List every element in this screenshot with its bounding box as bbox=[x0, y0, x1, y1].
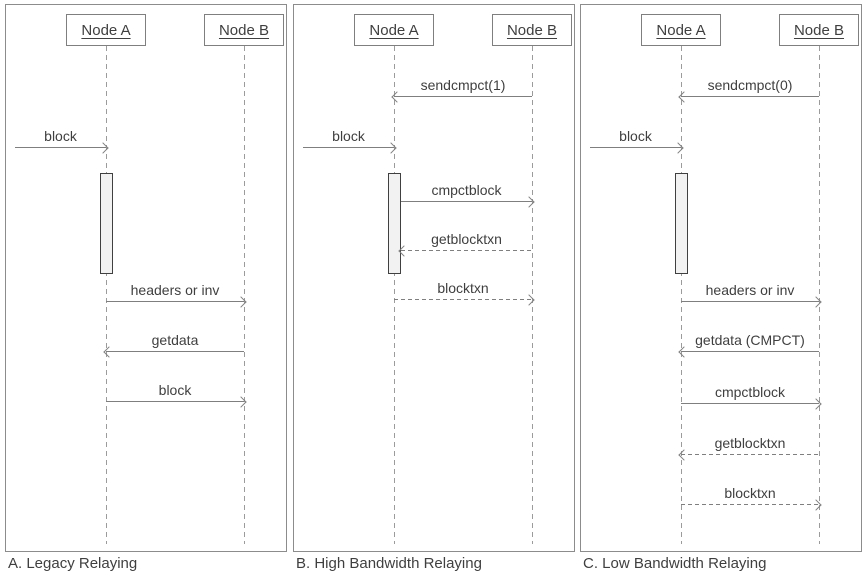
lifeline-node-b bbox=[818, 46, 820, 544]
message-block-relay: block bbox=[106, 379, 247, 408]
lifeline-node-a bbox=[393, 46, 395, 544]
message-blocktxn: blocktxn bbox=[394, 277, 535, 306]
message-label: block bbox=[332, 128, 365, 144]
panel-high-bandwidth-relaying: Node A Node B sendcmpct(1) block cmpctbl… bbox=[293, 4, 575, 552]
message-cmpctblock: cmpctblock bbox=[401, 179, 535, 208]
actor-box-node-a: Node A bbox=[354, 14, 434, 46]
message-label: headers or inv bbox=[130, 282, 220, 298]
actor-label-node-a: Node A bbox=[656, 21, 706, 39]
message-block-incoming: block bbox=[15, 125, 109, 154]
panel-low-bandwidth-relaying: Node A Node B sendcmpct(0) block headers… bbox=[580, 4, 862, 552]
message-line bbox=[681, 403, 819, 404]
activation-bar bbox=[387, 173, 401, 274]
message-label: block bbox=[44, 128, 77, 144]
actor-box-node-b: Node B bbox=[492, 14, 572, 46]
message-line bbox=[106, 351, 244, 352]
actor-box-node-b: Node B bbox=[779, 14, 859, 46]
actor-label-node-a: Node A bbox=[369, 21, 419, 39]
panel-caption-high-bandwidth: B. High Bandwidth Relaying bbox=[296, 555, 482, 572]
message-label: getdata (CMPCT) bbox=[695, 332, 805, 348]
lifeline-node-b bbox=[243, 46, 245, 544]
panel-caption-legacy: A. Legacy Relaying bbox=[8, 555, 138, 572]
message-line bbox=[401, 250, 532, 251]
message-label: blocktxn bbox=[724, 485, 776, 501]
actor-label-node-a: Node A bbox=[81, 21, 131, 39]
message-line bbox=[303, 147, 394, 148]
message-label: block bbox=[619, 128, 652, 144]
message-label: getblocktxn bbox=[431, 231, 502, 247]
message-line bbox=[681, 301, 819, 302]
message-headers-or-inv: headers or inv bbox=[681, 279, 822, 308]
lifeline-node-a bbox=[105, 46, 107, 544]
message-blocktxn: blocktxn bbox=[681, 482, 822, 511]
message-line bbox=[401, 201, 532, 202]
message-cmpctblock: cmpctblock bbox=[681, 381, 822, 410]
message-headers-or-inv: headers or inv bbox=[106, 279, 247, 308]
actor-label-node-b: Node B bbox=[793, 21, 845, 39]
actor-box-node-a: Node A bbox=[66, 14, 146, 46]
message-line bbox=[681, 454, 819, 455]
message-label: getdata bbox=[151, 332, 199, 348]
message-getblocktxn: getblocktxn bbox=[398, 228, 532, 257]
message-label: sendcmpct(1) bbox=[420, 77, 506, 93]
message-line bbox=[15, 147, 106, 148]
message-line bbox=[106, 401, 244, 402]
message-line bbox=[590, 147, 681, 148]
activation-bar bbox=[674, 173, 688, 274]
message-line bbox=[394, 96, 532, 97]
message-line bbox=[681, 504, 819, 505]
actor-box-node-a: Node A bbox=[641, 14, 721, 46]
message-label: cmpctblock bbox=[431, 182, 502, 198]
activation-bar bbox=[99, 173, 113, 274]
lifeline-node-b bbox=[531, 46, 533, 544]
message-block-incoming: block bbox=[590, 125, 684, 154]
message-sendcmpct-1: sendcmpct(1) bbox=[391, 74, 532, 103]
panel-legacy-relaying: Node A Node B block headers or inv getda… bbox=[5, 4, 287, 552]
message-line bbox=[106, 301, 244, 302]
message-label: cmpctblock bbox=[714, 384, 786, 400]
message-getdata-cmpct: getdata (CMPCT) bbox=[678, 329, 819, 358]
actor-label-node-b: Node B bbox=[506, 21, 558, 39]
actor-label-node-b: Node B bbox=[218, 21, 270, 39]
message-line bbox=[394, 299, 532, 300]
message-label: headers or inv bbox=[705, 282, 795, 298]
lifeline-node-a bbox=[680, 46, 682, 544]
actor-box-node-b: Node B bbox=[204, 14, 284, 46]
message-block-incoming: block bbox=[303, 125, 397, 154]
message-getblocktxn: getblocktxn bbox=[678, 432, 819, 461]
message-label: block bbox=[158, 382, 192, 398]
message-sendcmpct-0: sendcmpct(0) bbox=[678, 74, 819, 103]
message-getdata: getdata bbox=[103, 329, 244, 358]
message-label: sendcmpct(0) bbox=[707, 77, 793, 93]
panel-caption-low-bandwidth: C. Low Bandwidth Relaying bbox=[583, 555, 767, 572]
message-label: blocktxn bbox=[437, 280, 489, 296]
message-line bbox=[681, 351, 819, 352]
message-label: getblocktxn bbox=[714, 435, 786, 451]
message-line bbox=[681, 96, 819, 97]
